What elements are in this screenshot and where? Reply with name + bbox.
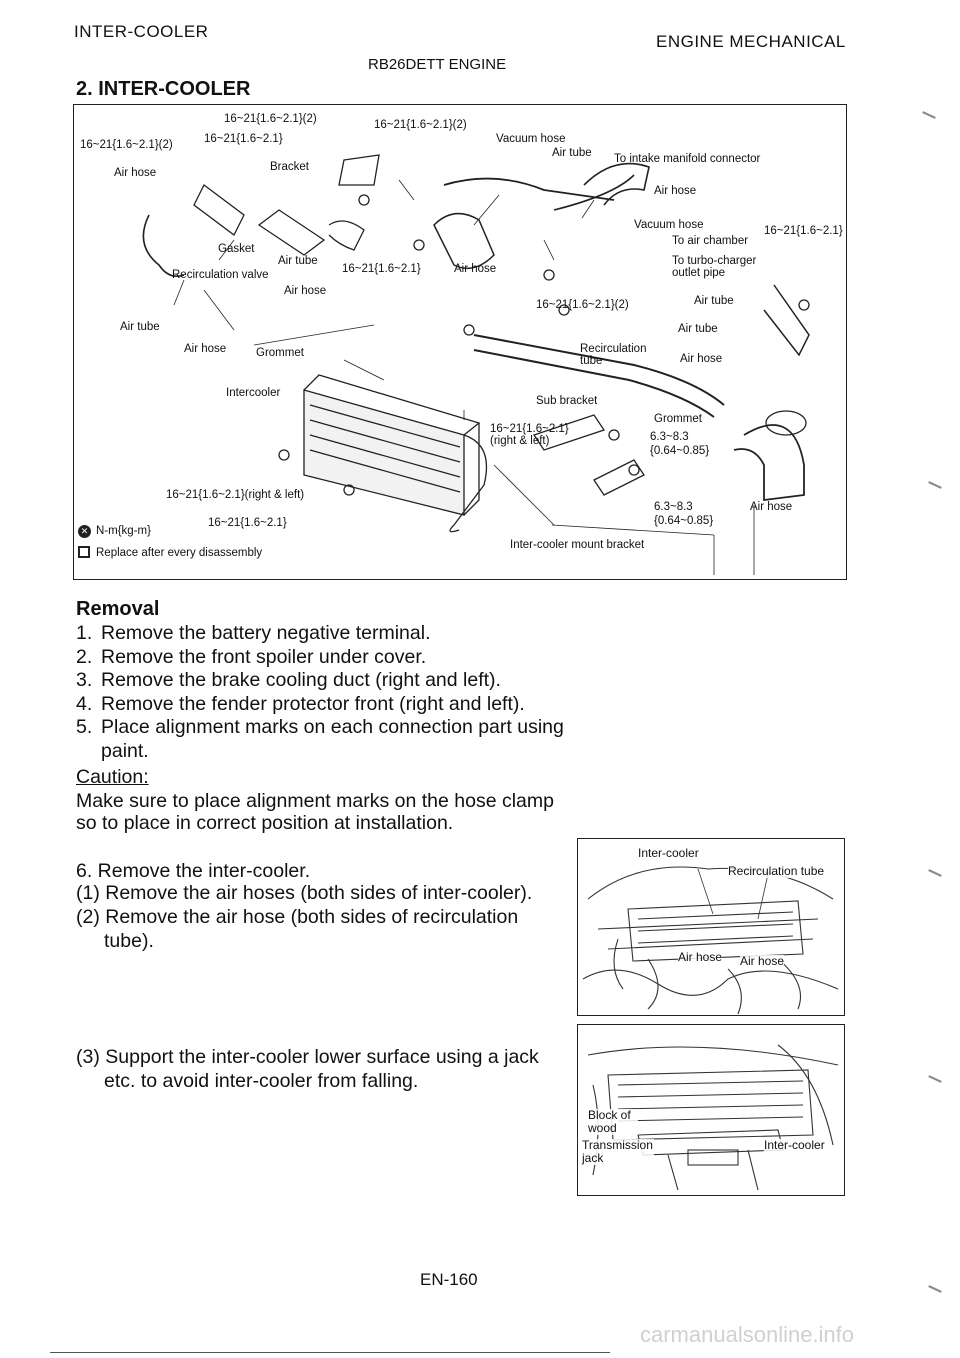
air-hose-label-r1: Air hose [654,185,697,197]
footer-rule [50,1352,610,1353]
caution-text: Make sure to place alignment marks on th… [76,790,554,834]
intake-connector-label: To intake manifold connector [614,153,761,165]
removal-step: 1.Remove the battery negative terminal. [76,622,431,644]
air-hose-label-3: Air hose [454,263,497,275]
air-tube-label-1: Air tube [552,147,592,159]
caution-heading: Caution: [76,766,149,788]
to-air-chamber-label: To air chamber [672,235,749,247]
grommet-label-1: Grommet [256,347,304,359]
removal-step: 2.Remove the front spoiler under cover. [76,645,427,668]
step-6-1: (1) Remove the air hoses (both sides of … [76,882,533,904]
page-number: EN-160 [420,1270,478,1289]
photo1-recirc-tube-label: Recirculation tube [728,864,825,878]
air-tube-label-4: Air tube [120,321,160,333]
step-6-3b: etc. to avoid inter-cooler from falling. [104,1070,419,1092]
intercooler-label: Intercooler [226,387,281,399]
torque-label-7: 16~21{1.6~2.1}(2) [536,299,629,311]
torque-symbol-icon: ✕ [78,525,91,538]
legend-torque: N-m{kg-m} [96,525,151,537]
sub-bracket-label: Sub bracket [536,395,598,407]
header-center: RB26DETT ENGINE [368,56,507,73]
torque-label-9: 6.3~8.3 [650,431,689,443]
air-tube-label-2: Air tube [278,255,318,267]
bracket-label: Bracket [270,161,309,173]
torque-label-2: 16~21{1.6~2.1}(2) [374,119,467,131]
exploded-diagram: 16~21{1.6~2.1}(2) 16~21{1.6~2.1}(2) 16~2… [73,104,847,580]
recirc-tube-label: Recirculation tube [580,343,647,367]
right-left-label-1: (right & left) [490,435,550,447]
header-left: INTER-COOLER [74,22,209,41]
removal-step: 3.Remove the brake cooling duct (right a… [76,669,501,691]
torque-label-12b: {0.64~0.85} [654,515,714,527]
photo1-air-hose-a-label: Air hose [678,950,723,964]
mount-bracket-label: Inter-cooler mount bracket [510,539,645,551]
header-right: ENGINE MECHANICAL [656,32,846,51]
torque-label-10: 16~21{1.6~2.1}(right & left) [166,489,305,501]
margin-mark [928,869,942,877]
torque-label-6: 16~21{1.6~2.1} [764,225,843,237]
recirc-valve-label: Recirculation valve [172,269,269,281]
air-tube-label-3: Air tube [694,295,734,307]
gasket-label: Gasket [218,243,255,255]
air-hose-label-2: Air hose [284,285,327,297]
margin-mark [922,111,936,119]
photo-transmission-jack: Block of wood Transmission jack Inter-co… [577,1024,845,1196]
margin-mark [928,481,942,489]
air-hose-label-6: Air hose [750,501,793,513]
photo1-intercooler-label: Inter-cooler [638,846,699,860]
air-hose-label-5: Air hose [680,353,723,365]
torque-label-12: 6.3~8.3 [654,501,693,513]
removal-steps: 1.Remove the battery negative terminal. … [76,622,566,763]
diagram-drawing [142,154,810,575]
torque-label-3: 16~21{1.6~2.1} [204,133,283,145]
photo-1-drawing [582,866,839,1015]
torque-label-9b: {0.64~0.85} [650,445,710,457]
margin-mark [928,1285,942,1293]
vacuum-hose-label-2: Vacuum hose [634,219,704,231]
photo2-intercooler-label: Inter-cooler [764,1138,825,1152]
photo1-air-hose-b-label: Air hose [740,954,785,968]
air-hose-label-4: Air hose [184,343,227,355]
step-6-2a: (2) Remove the air hose (both sides of r… [76,906,519,928]
replace-symbol-icon [78,546,90,558]
turbo-outlet-label: To turbo-charger outlet pipe [672,255,757,279]
grommet-label-2: Grommet [654,413,702,425]
section-title: 2. INTER-COOLER [76,78,251,100]
removal-heading: Removal [76,598,160,620]
removal-step: 4.Remove the fender protector front (rig… [76,692,525,715]
air-hose-label-1: Air hose [114,167,157,179]
removal-step: 5.Place alignment marks on each connecti… [76,716,564,762]
photo2-jack-label: Transmission jack [582,1138,654,1165]
air-tube-label-5: Air tube [678,323,718,335]
photo-intercooler-location: Inter-cooler Recirculation tube Air hose… [577,838,845,1016]
photo2-block-label: Block of wood [588,1109,638,1135]
step-6: 6. Remove the inter-cooler. [76,860,311,882]
watermark: carmanualsonline.info [640,1322,855,1347]
legend-replace: Replace after every disassembly [96,547,263,559]
torque-label-5: 16~21{1.6~2.1} [342,263,421,275]
torque-label-1: 16~21{1.6~2.1}(2) [224,113,317,125]
step-6-3a: (3) Support the inter-cooler lower surfa… [76,1046,539,1068]
torque-label-11: 16~21{1.6~2.1} [208,517,287,529]
margin-mark [928,1075,942,1083]
torque-label-4: 16~21{1.6~2.1}(2) [80,139,173,151]
step-6-2b: tube). [104,930,154,952]
vacuum-hose-label-1: Vacuum hose [496,133,566,145]
torque-label-8: 16~21{1.6~2.1} [490,423,569,435]
